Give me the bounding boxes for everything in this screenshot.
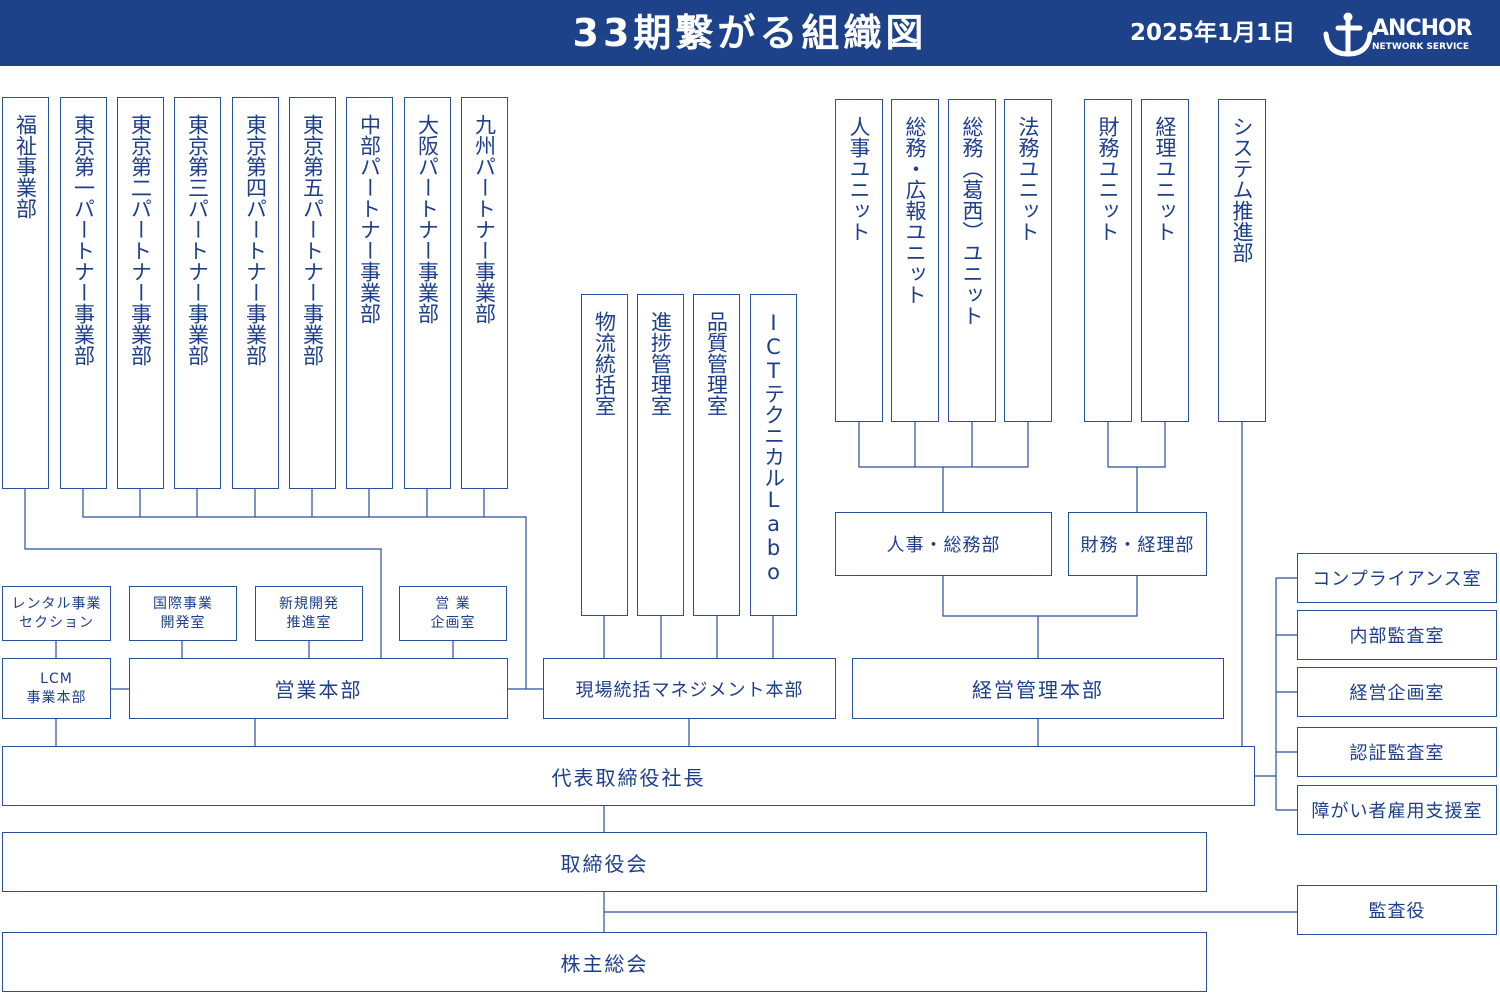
staff-office-label: コンプライアンス室: [1312, 569, 1482, 590]
finance-dept-label: 財務・経理部: [1080, 535, 1195, 556]
quality-office-box: 品質管理室: [693, 294, 740, 616]
staff-office-label: 経営企画室: [1349, 683, 1445, 704]
unit-label: 人事ユニット: [847, 116, 871, 242]
system-dept-box: システム推進部: [1218, 99, 1266, 422]
office-label: 国際事業 開発室: [153, 595, 213, 631]
tokyo-2-division-box: 東京第二パートナー事業部: [117, 97, 164, 489]
rental-section-box: レンタル事業 セクション: [2, 586, 111, 641]
division-label: 東京第四パートナー事業部: [243, 114, 268, 366]
chubu-division-box: 中部パートナー事業部: [346, 97, 393, 489]
disability-employment-office-box: 障がい者雇用支援室: [1297, 785, 1497, 835]
unit-label: 品質管理室: [704, 311, 729, 416]
unit-label: 財務ユニット: [1096, 116, 1120, 242]
division-label: 東京第二パートナー事業部: [128, 114, 153, 366]
progress-office-box: 進捗管理室: [637, 294, 684, 616]
field-hq-label: 現場統括マネジメント本部: [575, 679, 804, 701]
unit-label: 経理ユニット: [1153, 116, 1177, 242]
page-title: 33期繋がる組織図: [572, 11, 928, 55]
management-hq-label: 経営管理本部: [972, 678, 1104, 702]
division-label: 東京第五パートナー事業部: [300, 114, 325, 366]
tokyo-1-division-box: 東京第一パートナー事業部: [60, 97, 107, 489]
logistics-office-box: 物流統括室: [581, 294, 628, 616]
accounting-unit-box: 経理ユニット: [1141, 99, 1189, 422]
logo-subtitle: NETWORK SERVICE: [1372, 42, 1470, 52]
finance-unit-box: 財務ユニット: [1084, 99, 1132, 422]
welfare-division-box: 福祉事業部: [2, 97, 49, 489]
auditor-label: 監査役: [1368, 901, 1426, 922]
president-box: 代表取締役社長: [2, 746, 1255, 806]
date-label: 2025年1月1日: [1130, 20, 1296, 46]
connector-staff: [1255, 577, 1297, 811]
unit-label: ICTテクニカルLabo: [761, 311, 786, 584]
management-hq-box: 経営管理本部: [852, 658, 1224, 719]
sales-hq-box: 営業本部: [129, 658, 508, 719]
admin-dept-label: 人事・総務部: [886, 535, 1001, 556]
hr-unit-box: 人事ユニット: [835, 99, 883, 422]
office-label: 営 業 企画室: [430, 595, 476, 631]
shareholders-label: 株主総会: [560, 951, 649, 976]
sales-planning-office-box: 営 業 企画室: [399, 586, 507, 641]
kyushu-division-box: 九州パートナー事業部: [461, 97, 508, 489]
corporate-planning-office-box: 経営企画室: [1297, 667, 1497, 717]
unit-label: 総務・広報ユニット: [903, 116, 927, 305]
division-label: 福祉事業部: [13, 114, 38, 219]
unit-label: 進捗管理室: [648, 311, 673, 416]
lcm-label: LCM 事業本部: [26, 670, 87, 706]
unit-label: 総務（葛西）ユニット: [960, 116, 984, 326]
division-label: 東京第一パートナー事業部: [71, 114, 96, 366]
shareholders-box: 株主総会: [2, 932, 1207, 992]
tokyo-4-division-box: 東京第四パートナー事業部: [232, 97, 279, 489]
kasai-unit-box: 総務（葛西）ユニット: [948, 99, 996, 422]
header-bar: [0, 0, 1500, 66]
unit-label: システム推進部: [1230, 116, 1254, 263]
connector-welfare: [24, 489, 382, 658]
field-hq-box: 現場統括マネジメント本部: [543, 658, 836, 719]
unit-label: 物流統括室: [592, 311, 617, 416]
compliance-office-box: コンプライアンス室: [1297, 553, 1497, 603]
president-label: 代表取締役社長: [551, 765, 706, 790]
admin-dept-box: 人事・総務部: [835, 512, 1052, 576]
auditor-box: 監査役: [1297, 885, 1497, 935]
tokyo-3-division-box: 東京第三パートナー事業部: [174, 97, 221, 489]
board-box: 取締役会: [2, 832, 1207, 892]
staff-office-label: 認証監査室: [1349, 743, 1445, 764]
office-label: 新規開発 推進室: [279, 595, 339, 631]
unit-label: 法務ユニット: [1016, 116, 1040, 242]
tokyo-5-division-box: 東京第五パートナー事業部: [289, 97, 336, 489]
staff-office-label: 内部監査室: [1349, 626, 1445, 647]
division-label: 中部パートナー事業部: [357, 114, 382, 324]
finance-dept-box: 財務・経理部: [1068, 512, 1207, 576]
connector-partner-bus: [82, 489, 527, 689]
pr-unit-box: 総務・広報ユニット: [891, 99, 939, 422]
lcm-hq-box: LCM 事業本部: [2, 658, 111, 719]
new-development-office-box: 新規開発 推進室: [255, 586, 363, 641]
division-label: 九州パートナー事業部: [472, 114, 497, 324]
division-label: 大阪パートナー事業部: [415, 114, 440, 324]
logo-name: ANCHOR: [1372, 16, 1473, 41]
board-label: 取締役会: [560, 851, 649, 876]
legal-unit-box: 法務ユニット: [1004, 99, 1052, 422]
international-office-box: 国際事業 開発室: [129, 586, 237, 641]
company-logo: ANCHOR NETWORK SERVICE: [1320, 8, 1490, 58]
office-label: レンタル事業 セクション: [11, 595, 102, 631]
ict-labo-box: ICTテクニカルLabo: [750, 294, 797, 616]
internal-audit-office-box: 内部監査室: [1297, 610, 1497, 660]
staff-office-label: 障がい者雇用支援室: [1311, 801, 1483, 822]
certification-audit-office-box: 認証監査室: [1297, 727, 1497, 777]
osaka-division-box: 大阪パートナー事業部: [404, 97, 451, 489]
sales-hq-label: 営業本部: [274, 678, 363, 702]
anchor-icon: [1323, 12, 1373, 57]
division-label: 東京第三パートナー事業部: [185, 114, 210, 366]
